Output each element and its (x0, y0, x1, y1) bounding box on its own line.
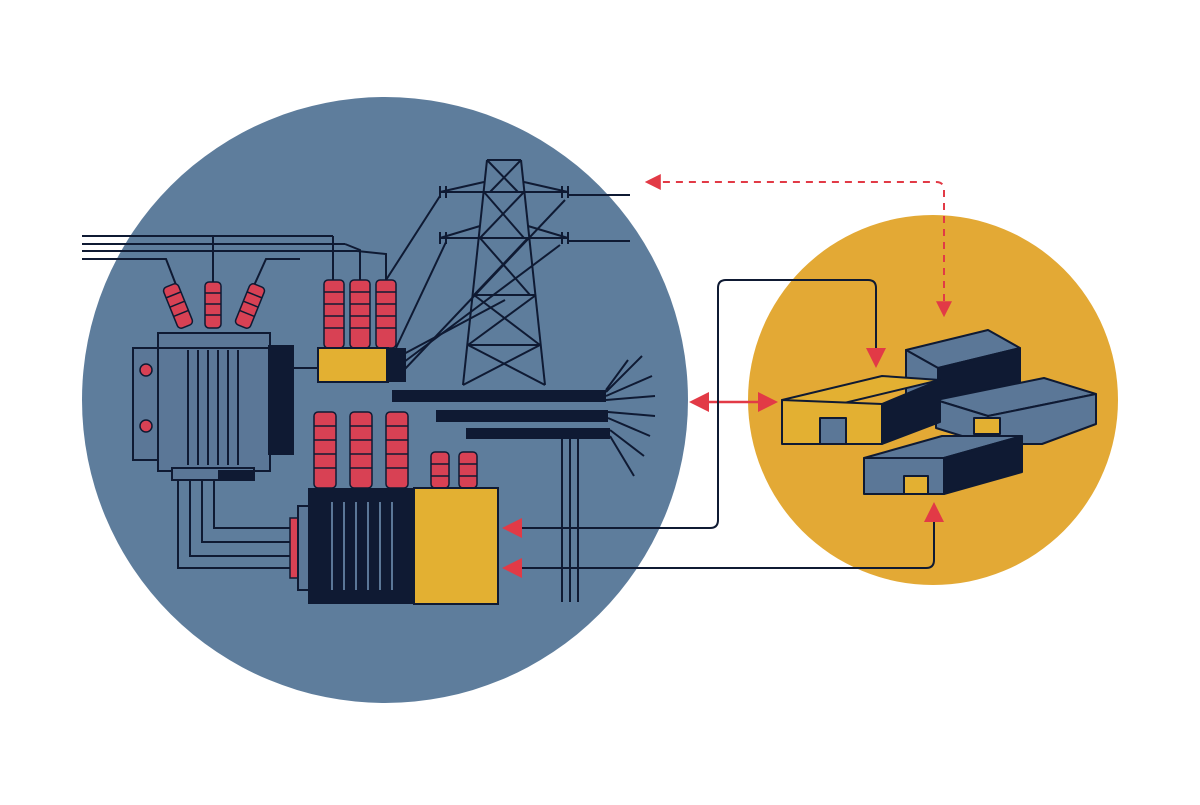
isometric-buildings-icon (781, 329, 1097, 495)
buildings-to-lower-switchgear-line (504, 504, 935, 569)
buildings-to-upper-switchgear-line (504, 279, 877, 529)
power-transformer-icon (132, 332, 320, 481)
switchgear-unit-icon (177, 411, 499, 605)
flow-connections (502, 174, 952, 578)
transmission-tower-icon (439, 159, 630, 386)
upper-switch-box (317, 279, 406, 383)
incoming-feed-lines (82, 235, 387, 291)
building-front-right (863, 435, 1023, 495)
busbars (392, 355, 656, 602)
left-circle-background (82, 97, 688, 703)
dashed-flow-arrow (644, 174, 952, 318)
building-front-left (781, 375, 941, 445)
transformer-bushings (162, 281, 266, 329)
